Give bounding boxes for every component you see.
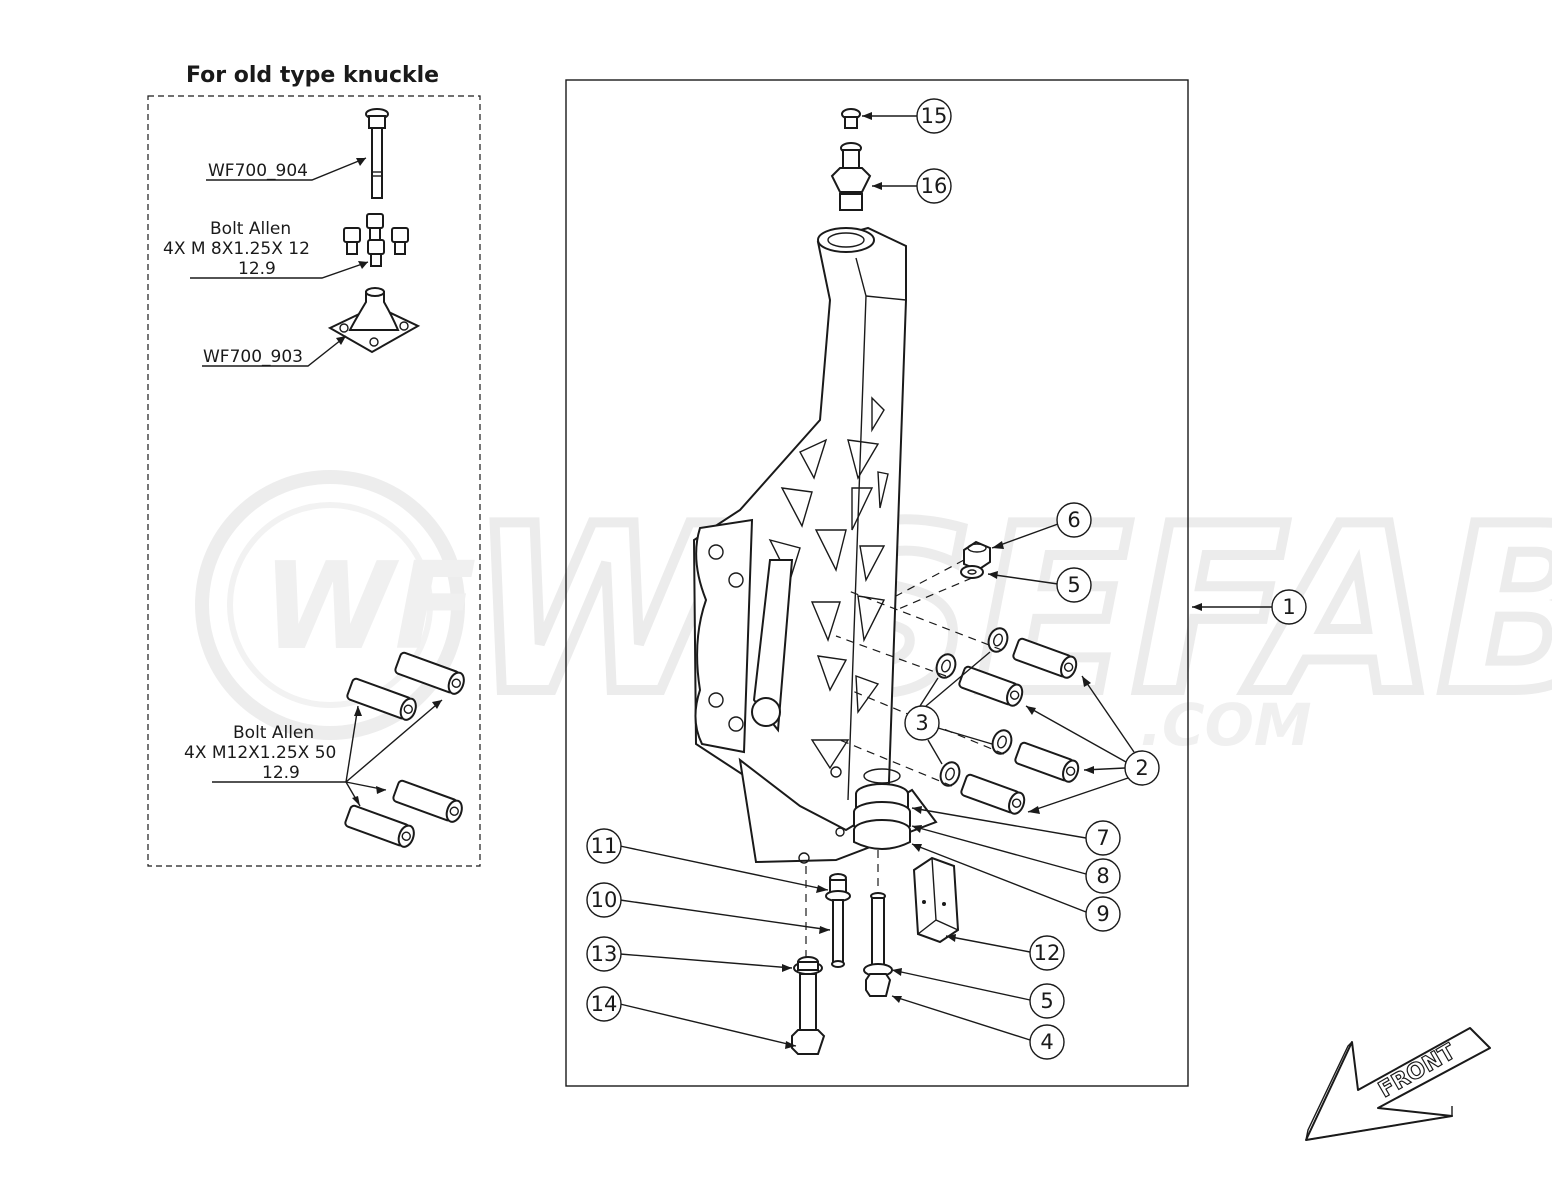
- svg-text:10: 10: [591, 888, 618, 912]
- mount-wf700-903: [327, 287, 421, 354]
- watermark-logo: WF: [262, 538, 476, 677]
- small-bolt-label-1: Bolt Allen: [210, 219, 291, 239]
- caliper-bolts-2: [958, 637, 1080, 815]
- lock-nut: [963, 540, 991, 572]
- callout-8: [1085, 858, 1121, 894]
- callout-9: [1085, 896, 1121, 932]
- bleeder-screw: [841, 108, 861, 129]
- bolt-10: [831, 899, 845, 968]
- washer-13: [793, 956, 823, 975]
- bump-stop-stack: [853, 768, 911, 850]
- callout-4: [1029, 1024, 1065, 1060]
- svg-text:4: 4: [1040, 1030, 1053, 1054]
- svg-text:12: 12: [1034, 941, 1061, 965]
- small-bolt-label-2: 4X M 8X1.25X 12: [163, 239, 310, 259]
- large-allen-bolts: [344, 651, 465, 848]
- washers-3: [935, 627, 1013, 787]
- svg-text:6: 6: [1067, 508, 1080, 532]
- large-bolt-label-2: 4X M12X1.25X 50: [184, 743, 336, 763]
- svg-text:3: 3: [915, 711, 928, 735]
- callout-14: [586, 986, 622, 1022]
- svg-text:8: 8: [1096, 864, 1109, 888]
- svg-text:5: 5: [1067, 573, 1080, 597]
- callout-11: [586, 828, 622, 864]
- main-assembly-frame: [565, 79, 1189, 1087]
- svg-text:2: 2: [1135, 756, 1148, 780]
- svg-text:1: 1: [1282, 595, 1295, 619]
- callout-1: [1271, 589, 1307, 625]
- callout-15: [916, 98, 952, 134]
- small-allen-bolts: [343, 213, 409, 267]
- svg-text:7: 7: [1096, 826, 1109, 850]
- svg-text:16: 16: [921, 174, 948, 198]
- front-direction-arrow: FRONT: [1305, 1027, 1491, 1141]
- pin-label: WF700_904: [208, 161, 308, 181]
- pin-wf700-904: [365, 108, 389, 199]
- large-bolt-label-3: 12.9: [262, 763, 300, 783]
- bolt-14: [791, 973, 826, 1055]
- svg-text:5: 5: [1040, 989, 1053, 1013]
- old-knuckle-panel: For old type knuckle WF700_904 Bolt Alle…: [147, 63, 481, 867]
- callout-5-bottom: [1029, 983, 1065, 1019]
- mount-label: WF700_903: [203, 347, 303, 367]
- svg-text:13: 13: [591, 942, 618, 966]
- knuckle-upright: [692, 226, 938, 864]
- callout-10: [586, 882, 622, 918]
- long-bolt-5-4: [863, 892, 893, 997]
- callout-16: [916, 168, 952, 204]
- callout-3: [904, 705, 940, 741]
- small-bolt-label-3: 12.9: [238, 259, 276, 279]
- callout-7: [1085, 820, 1121, 856]
- callout-13: [586, 936, 622, 972]
- banjo-fitting: [830, 142, 872, 211]
- washer-top: [960, 565, 984, 579]
- watermark-suffix: .COM: [1140, 691, 1312, 759]
- callout-6: [1056, 502, 1092, 538]
- old-knuckle-box: [147, 95, 481, 867]
- old-knuckle-title: For old type knuckle: [186, 63, 439, 88]
- svg-text:15: 15: [921, 104, 948, 128]
- watermark: WF WISEFAB .COM: [195, 470, 1552, 759]
- large-bolt-label-1: Bolt Allen: [233, 723, 314, 743]
- svg-text:11: 11: [591, 834, 618, 858]
- svg-text:9: 9: [1096, 902, 1109, 926]
- svg-text:14: 14: [591, 992, 618, 1016]
- callout-5-top: [1056, 567, 1092, 603]
- bolt-11: [825, 873, 851, 902]
- hex-spacer-12: [912, 856, 960, 944]
- callout-12: [1029, 935, 1065, 971]
- callouts: 15 16 1 6 5 3 2 7: [586, 98, 1307, 1060]
